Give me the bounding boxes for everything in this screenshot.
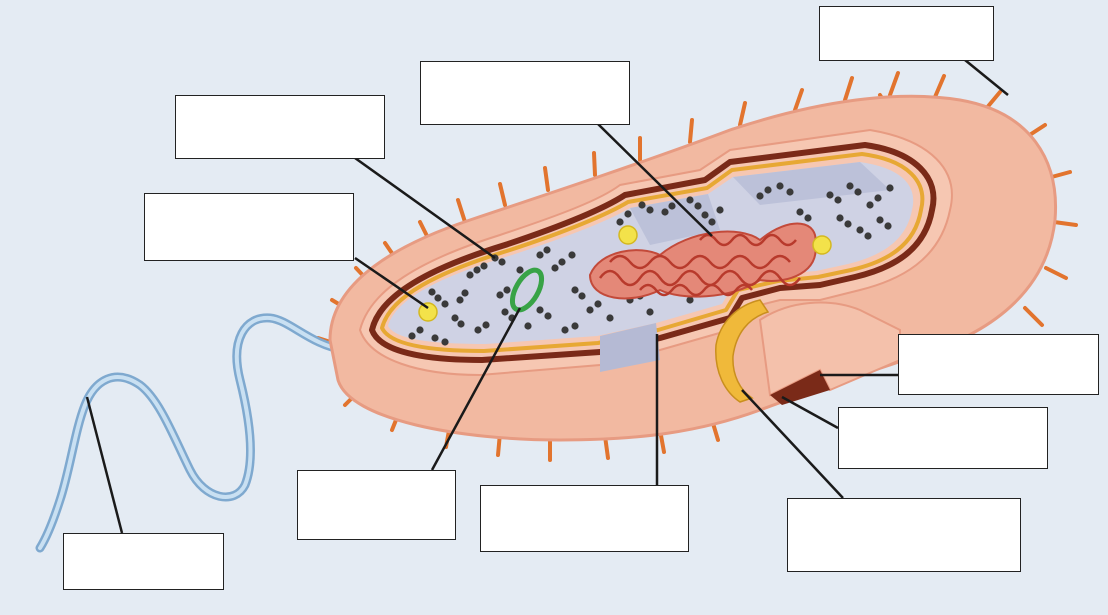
ribosome xyxy=(616,218,623,225)
ribosome xyxy=(856,226,863,233)
label-box-bottom-center-left xyxy=(297,470,456,540)
ribosome xyxy=(456,296,463,303)
ribosome xyxy=(466,271,473,278)
ribosome xyxy=(431,334,438,341)
ribosome xyxy=(536,251,543,258)
ribosome xyxy=(451,314,458,321)
ribosome xyxy=(756,192,763,199)
ribosome xyxy=(668,202,675,209)
granule-center xyxy=(619,226,637,244)
ribosome xyxy=(474,326,481,333)
ribosome xyxy=(646,308,653,315)
ribosome xyxy=(524,322,531,329)
label-box-bottom-right xyxy=(787,498,1021,572)
ribosome xyxy=(571,322,578,329)
ribosome xyxy=(594,300,601,307)
ribosome xyxy=(544,312,551,319)
ribosome xyxy=(482,321,489,328)
ribosome xyxy=(578,292,585,299)
granule-right xyxy=(813,236,831,254)
ribosome xyxy=(884,222,891,229)
ribosome xyxy=(638,201,645,208)
ribosome xyxy=(551,264,558,271)
label-box-upper-left xyxy=(175,95,385,159)
ribosome xyxy=(826,191,833,198)
ribosome xyxy=(516,266,523,273)
ribosome xyxy=(834,196,841,203)
pilus xyxy=(594,153,595,175)
label-box-top-right xyxy=(819,6,994,61)
label-box-bottom-center xyxy=(480,485,689,552)
ribosome xyxy=(543,246,550,253)
ribosome xyxy=(496,291,503,298)
ribosome xyxy=(536,306,543,313)
ribosome xyxy=(461,289,468,296)
pilus xyxy=(690,120,692,142)
ribosome xyxy=(428,288,435,295)
ribosome xyxy=(844,220,851,227)
ribosome xyxy=(686,196,693,203)
label-box-middle-left xyxy=(144,193,354,261)
ribosome xyxy=(503,286,510,293)
ribosome xyxy=(864,232,871,239)
ribosome xyxy=(836,214,843,221)
ribosome xyxy=(558,258,565,265)
ribosome xyxy=(701,211,708,218)
ribosome xyxy=(561,326,568,333)
ribosome xyxy=(764,186,771,193)
ribosome xyxy=(498,258,505,265)
ribosome xyxy=(457,320,464,327)
label-box-right-middle xyxy=(838,407,1048,469)
ribosome xyxy=(501,308,508,315)
ribosome xyxy=(646,206,653,213)
ribosome xyxy=(876,216,883,223)
ribosome xyxy=(866,201,873,208)
ribosome xyxy=(624,210,631,217)
ribosome xyxy=(874,194,881,201)
ribosome xyxy=(480,262,487,269)
ribosome xyxy=(416,326,423,333)
ribosome xyxy=(571,286,578,293)
ribosome xyxy=(694,202,701,209)
ribosome xyxy=(846,182,853,189)
ribosome xyxy=(716,206,723,213)
ribosome xyxy=(434,294,441,301)
ribosome xyxy=(708,218,715,225)
ribosome xyxy=(776,182,783,189)
label-box-right-upper xyxy=(898,334,1099,395)
ribosome xyxy=(786,188,793,195)
ribosome xyxy=(408,332,415,339)
ribosome xyxy=(854,188,861,195)
ribosome xyxy=(796,208,803,215)
ribosome xyxy=(886,184,893,191)
granule-left xyxy=(419,303,437,321)
ribosome xyxy=(473,266,480,273)
label-box-bottom-left xyxy=(63,533,224,590)
ribosome xyxy=(441,338,448,345)
ribosome xyxy=(661,208,668,215)
ribosome xyxy=(804,214,811,221)
ribosome xyxy=(441,300,448,307)
ribosome xyxy=(586,306,593,313)
label-box-top-center xyxy=(420,61,630,125)
ribosome xyxy=(606,314,613,321)
ribosome xyxy=(568,251,575,258)
